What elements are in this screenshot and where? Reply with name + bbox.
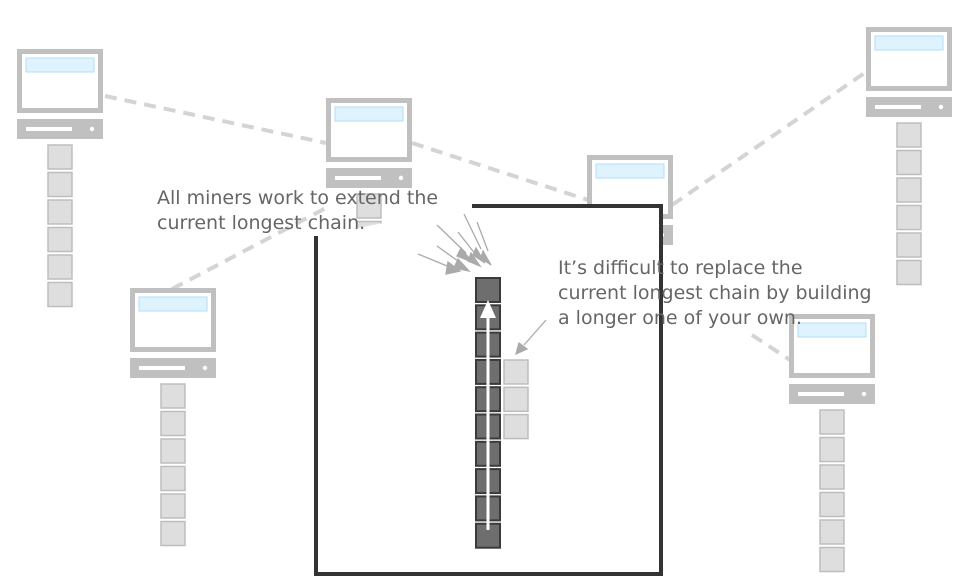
miner-computer [130,288,216,547]
screen-titlebar [334,106,404,122]
caption-extend-chain: All miners work to extend the current lo… [157,186,438,236]
chain-block [896,204,922,231]
fork-block [503,413,529,440]
drive-slot [26,127,72,131]
chain-block [47,171,73,198]
chain-block [819,464,845,490]
drive-slot [798,392,844,396]
chain-growth-arrow [480,300,496,530]
fork-pointer-arrow [515,319,547,356]
chain-block [819,519,845,545]
power-light [202,365,208,371]
main-chain-block [475,277,501,303]
mining-effort-arrows [417,213,492,275]
chain-block [47,281,73,308]
power-light [861,391,867,397]
caption-line: current longest chain. [157,212,366,234]
chain-block [160,520,186,547]
power-light [398,175,404,181]
chain-block [819,491,845,518]
screen-titlebar [874,35,944,51]
caption-replace-chain: It’s difficult to replace the current lo… [558,256,872,331]
fork-block [503,386,529,413]
chain-block [47,226,73,253]
screen-titlebar [797,322,867,338]
chain-block [356,193,382,219]
network-link [750,333,792,362]
drive-slot [335,176,381,180]
drive-slot [139,366,185,370]
power-light [89,126,95,132]
screen-titlebar [138,296,208,312]
miner-computer [789,314,875,573]
network-link [411,141,589,202]
chain-block [160,410,186,437]
caption-line: It’s difficult to replace the [558,257,803,279]
chain-block [47,199,73,225]
chain-block [160,438,186,464]
chain-block [819,409,845,435]
miner-computer [17,49,103,308]
network-links [104,70,868,362]
chain-block [896,177,922,203]
chain-block [896,122,922,148]
caption-line: current longest chain by building [558,282,872,304]
caption-line: All miners work to extend the [157,187,439,209]
competing-fork [503,359,529,440]
network-link [104,94,327,145]
miner-computer [866,27,952,286]
chain-block [160,493,186,519]
network-link [670,70,868,207]
chain-block [896,259,922,286]
fork-block [503,359,529,385]
chain-block [47,254,73,280]
chain-block [819,436,845,463]
chain-block [160,383,186,409]
caption-line: a longer one of your own. [558,307,802,329]
chain-block [819,546,845,573]
power-light [938,104,944,110]
network-link [171,206,327,291]
screen-titlebar [595,163,665,179]
chain-block [160,465,186,492]
chain-block [896,149,922,176]
drive-slot [875,105,921,109]
screen-titlebar [25,57,95,73]
chain-block [896,232,922,258]
chain-block [47,144,73,170]
